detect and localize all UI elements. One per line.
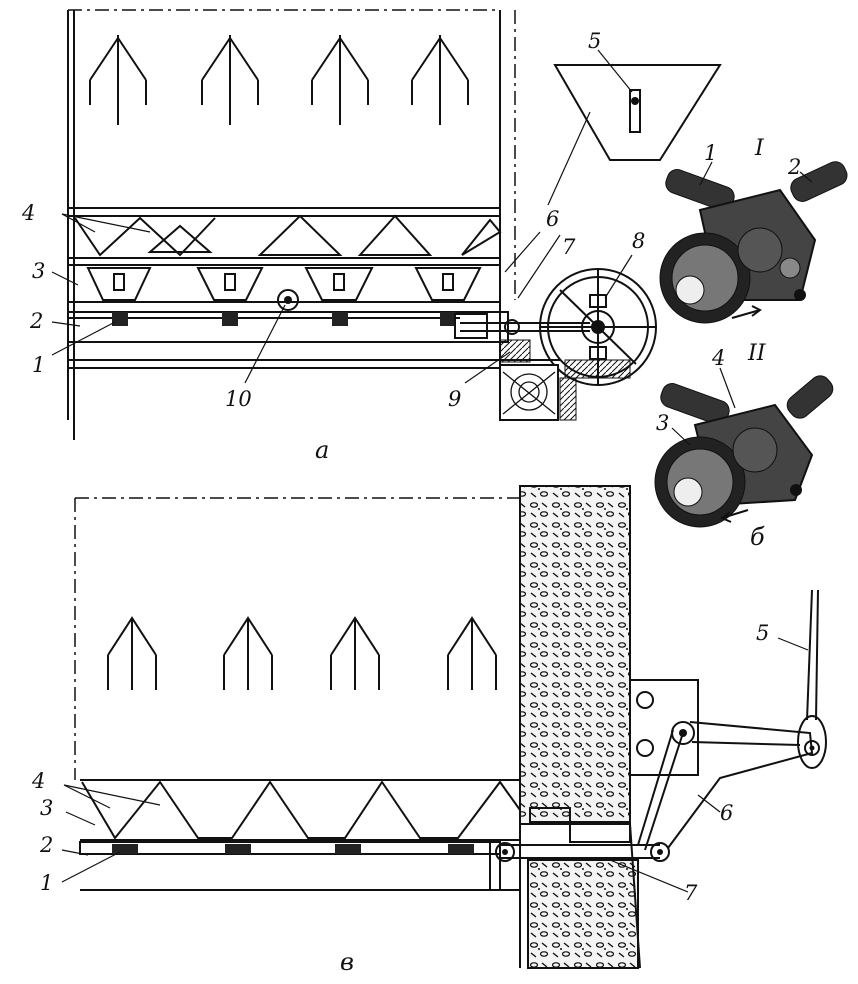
- label-a-4: 4: [21, 201, 35, 225]
- label-a-9: 9: [448, 387, 461, 411]
- outlets-a: [86, 267, 482, 301]
- label-b-3: 3: [656, 411, 669, 435]
- label-v-3: 3: [40, 796, 53, 820]
- feeder-bar-v: [79, 807, 631, 891]
- label-b-roman-2: II: [747, 341, 767, 366]
- label-b-2: 2: [787, 155, 801, 179]
- label-v-2: 2: [39, 833, 53, 857]
- label-v-1: 1: [40, 871, 53, 895]
- lever-5: [797, 589, 827, 769]
- label-v-5: 5: [756, 621, 769, 645]
- flow-arrows-v: [107, 616, 497, 690]
- label-a-1: 1: [32, 353, 45, 377]
- gearbox-variant-1: [659, 161, 848, 324]
- label-v-7: 7: [684, 881, 698, 905]
- drive-wheel-8: [539, 268, 657, 421]
- caption-a: а: [315, 436, 329, 464]
- label-b-1: 1: [704, 141, 717, 165]
- label-a-8: 8: [632, 229, 645, 253]
- leaders-v: [61, 637, 809, 893]
- label-a-7: 7: [562, 235, 576, 259]
- label-v-6: 6: [720, 801, 733, 825]
- label-a-10: 10: [225, 387, 252, 411]
- dividers-v: [80, 780, 521, 841]
- leaders-a: [51, 49, 633, 384]
- caption-b: б: [750, 523, 765, 551]
- figure-v: 4 3 2 1 6 7 5 в: [31, 485, 827, 976]
- label-v-4: 4: [31, 769, 45, 793]
- rod-7: [454, 313, 590, 421]
- label-a-5: 5: [588, 29, 601, 53]
- gearbox-variant-2: [654, 375, 834, 528]
- caption-v: в: [340, 948, 354, 976]
- flow-arrows-a: [89, 35, 469, 125]
- wall-lower: [527, 859, 639, 969]
- label-a-6: 6: [546, 207, 559, 231]
- figure-b: 1 I 2 4 II 3 б: [654, 136, 848, 551]
- hopper-5: [553, 64, 722, 161]
- label-b-4: 4: [711, 346, 725, 370]
- figure-a: 4 3 2 1 10 9 6 7 8 5 а: [21, 9, 722, 464]
- lever-6: [629, 679, 814, 851]
- label-a-3: 3: [32, 259, 45, 283]
- label-a-2: 2: [29, 309, 43, 333]
- dividers-a: [68, 214, 502, 303]
- label-b-roman-1: I: [754, 136, 765, 161]
- wall-upper: [519, 485, 631, 825]
- feeder-bar-a: [67, 289, 560, 369]
- rod-7-v: [495, 842, 670, 862]
